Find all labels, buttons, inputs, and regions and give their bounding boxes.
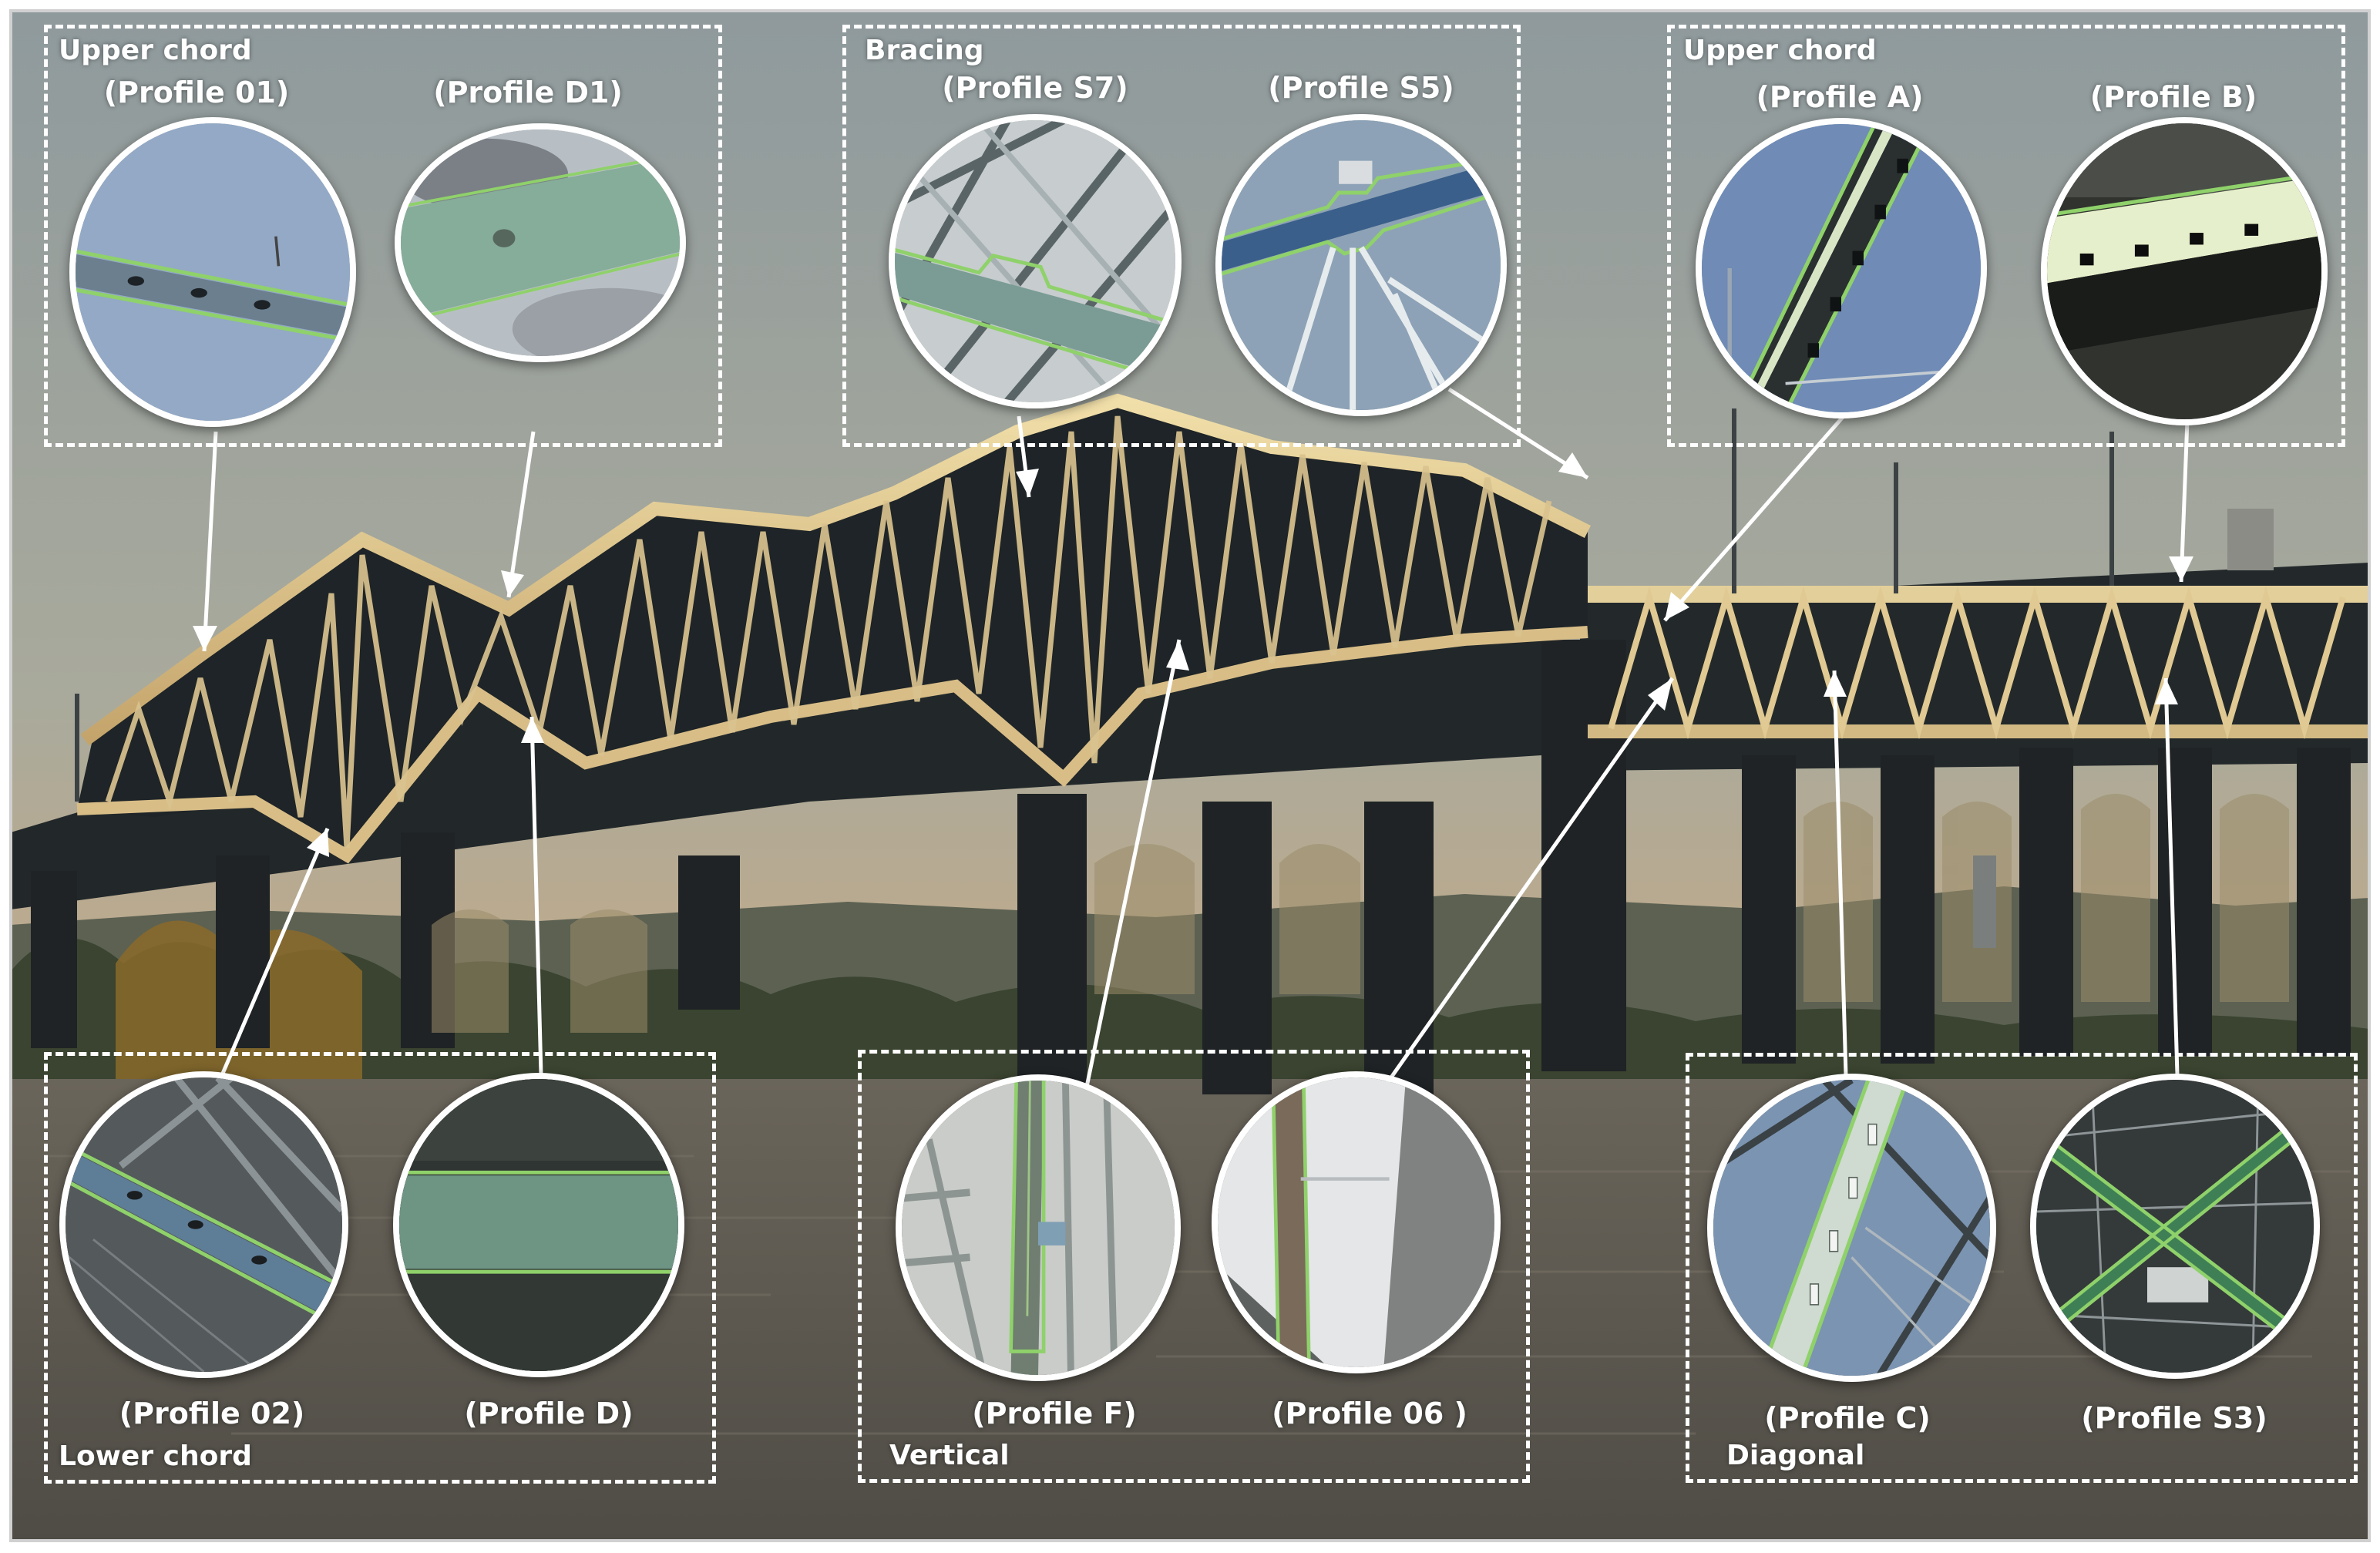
truss-body <box>77 401 1588 855</box>
upper-chord-lit <box>80 393 1592 746</box>
lower-chord-lit <box>76 626 1588 864</box>
group-upper-chord-right: Upper chord <box>1667 25 2345 447</box>
arrow-profile-02 <box>220 828 330 1076</box>
group-lower-chord: Lower chord <box>44 1052 716 1484</box>
right-deck-chord <box>1588 586 2369 603</box>
group-bracing: Bracing <box>842 25 1521 447</box>
label-profile-d: (Profile D) <box>464 1397 634 1430</box>
label-profile-s7: (Profile S7) <box>942 71 1128 105</box>
lens-profile-01 <box>69 117 356 427</box>
label-profile-06: (Profile 06 ) <box>1272 1397 1467 1430</box>
label-profile-s5: (Profile S5) <box>1268 71 1454 105</box>
label-profile-d1: (Profile D1) <box>433 76 623 109</box>
group-title-vertical: Vertical <box>889 1440 1010 1471</box>
label-profile-a: (Profile A) <box>1756 80 1924 114</box>
lens-profile-d <box>393 1073 684 1377</box>
arrow-profile-f <box>1084 639 1182 1087</box>
lens-profile-02 <box>59 1071 348 1378</box>
label-profile-01: (Profile 01) <box>103 76 290 109</box>
truss-web <box>105 415 1552 849</box>
lens-profile-f <box>896 1074 1181 1381</box>
lens-profile-b <box>2041 117 2328 425</box>
arrow-heads <box>193 452 2193 857</box>
arrow-profile-b <box>2179 419 2190 583</box>
group-title-diagonal: Diagonal <box>1726 1440 1865 1471</box>
group-title-lower-chord: Lower chord <box>59 1440 252 1472</box>
arrow-profile-06 <box>1385 677 1675 1084</box>
distant-building <box>2227 509 2274 570</box>
arrow-profile-d1 <box>506 431 536 598</box>
lens-profile-c <box>1707 1074 1996 1382</box>
lens-profile-s3 <box>2030 1074 2320 1379</box>
group-title-upper-chord-left: Upper chord <box>59 35 252 66</box>
arrow-profile-c <box>1832 670 1848 1076</box>
lens-profile-s5 <box>1215 114 1507 416</box>
photo-frame <box>9 9 2371 1542</box>
right-lower-chord <box>1588 724 2369 738</box>
distant-tower <box>1973 855 1996 948</box>
group-title-upper-chord-right: Upper chord <box>1683 35 1877 66</box>
right-deck <box>1580 563 2369 771</box>
label-profile-b: (Profile B) <box>2089 80 2257 114</box>
arrow-profile-d <box>529 716 543 1076</box>
label-profile-s3: (Profile S3) <box>2081 1401 2267 1435</box>
group-title-bracing: Bracing <box>865 35 984 66</box>
label-profile-c: (Profile C) <box>1764 1401 1931 1435</box>
label-profile-02: (Profile 02) <box>119 1397 305 1430</box>
arrow-profile-a <box>1663 415 1845 622</box>
arrow-profile-s3 <box>2163 677 2180 1076</box>
right-truss-web <box>1608 586 2346 740</box>
group-diagonal: Diagonal <box>1686 1053 2358 1483</box>
lens-profile-a <box>1696 118 1987 419</box>
group-vertical: Vertical <box>858 1050 1530 1483</box>
arrow-profile-01 <box>202 431 218 652</box>
lens-profile-06 <box>1212 1071 1501 1373</box>
lens-profile-s7 <box>889 114 1182 408</box>
lens-profile-d1 <box>395 123 686 362</box>
label-profile-f: (Profile F) <box>972 1397 1137 1430</box>
group-upper-chord-left: Upper chord <box>44 25 722 447</box>
lamp-posts <box>75 408 2114 802</box>
